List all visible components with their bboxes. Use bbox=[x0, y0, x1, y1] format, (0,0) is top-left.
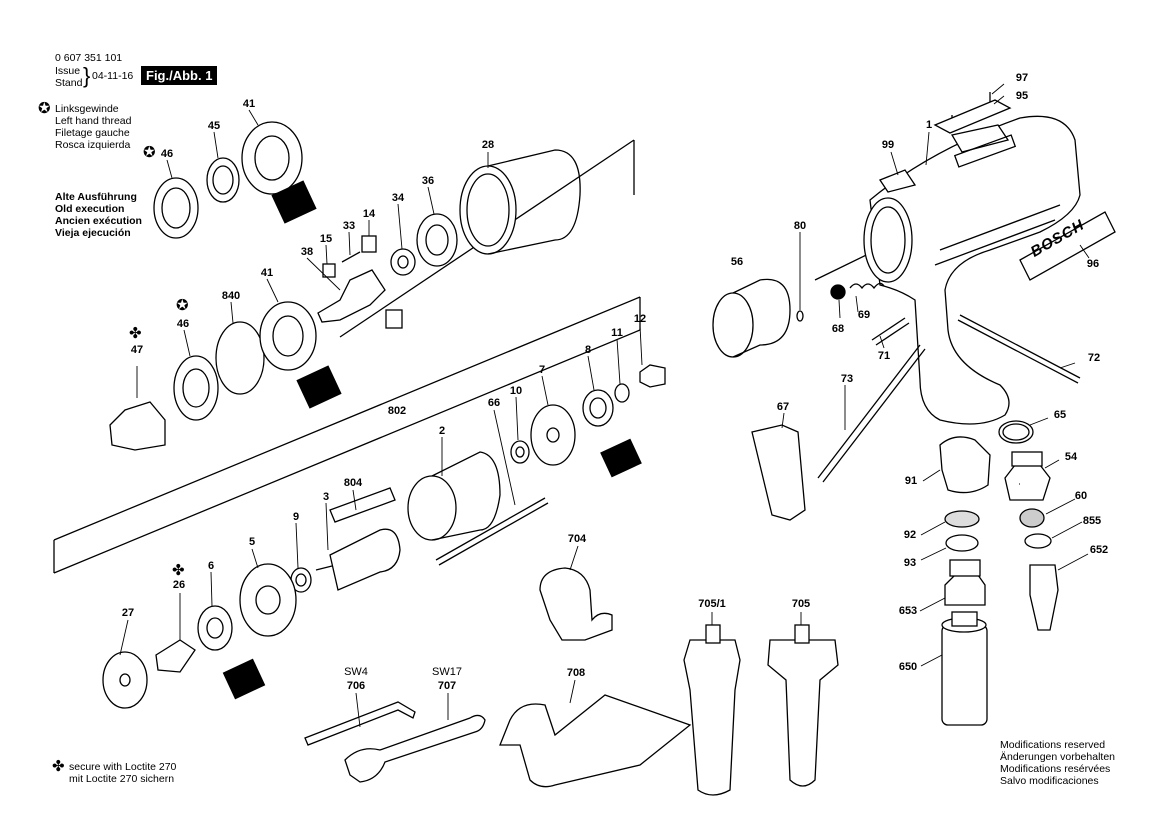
left-hand-thread-marker-46: ✪ bbox=[176, 297, 189, 314]
figure-badge: Fig./Abb. 1 bbox=[141, 66, 218, 85]
part-label: 47 bbox=[130, 344, 144, 356]
part-label: 72 bbox=[1087, 352, 1101, 364]
part-label: 97 bbox=[1015, 72, 1029, 84]
part-label: 46 bbox=[176, 318, 190, 330]
brace: } bbox=[83, 63, 91, 88]
part-label: 5 bbox=[248, 536, 256, 548]
part-label: 9 bbox=[292, 511, 300, 523]
part-label: 2 bbox=[438, 425, 446, 437]
part-label: 66 bbox=[487, 397, 501, 409]
part-label: SW4 bbox=[344, 666, 368, 678]
part-label: 92 bbox=[903, 529, 917, 541]
part-label: 7 bbox=[538, 364, 546, 376]
part-label: 41 bbox=[260, 267, 274, 279]
part-label: 65 bbox=[1053, 409, 1067, 421]
part-label: 73 bbox=[840, 373, 854, 385]
part-label: 71 bbox=[877, 350, 891, 362]
part-label: 15 bbox=[319, 233, 333, 245]
old-version-note-4: Vieja ejecución bbox=[55, 227, 131, 239]
loctite-note-2: mit Loctite 270 sichern bbox=[69, 773, 175, 785]
part-label: 705/1 bbox=[698, 598, 726, 610]
part-number: 0 607 351 101 bbox=[55, 52, 123, 64]
part-label: 653 bbox=[898, 605, 918, 617]
part-label: 26 bbox=[172, 579, 186, 591]
part-label: 38 bbox=[300, 246, 314, 258]
loctite-marker-26: ✤ bbox=[172, 562, 185, 579]
part-label: 14 bbox=[362, 208, 376, 220]
left-hand-thread-icon: ✪ bbox=[38, 100, 51, 117]
left-hand-note-4: Rosca izquierda bbox=[55, 139, 131, 151]
part-label: 46 bbox=[160, 148, 174, 160]
part-label: 68 bbox=[831, 323, 845, 335]
part-label: 28 bbox=[481, 139, 495, 151]
part-label: 1 bbox=[925, 119, 933, 131]
part-label: 804 bbox=[343, 477, 363, 489]
part-label: 41 bbox=[242, 98, 256, 110]
part-label: 707 bbox=[437, 680, 457, 692]
issue-label: Issue bbox=[55, 65, 81, 77]
part-label: 80 bbox=[793, 220, 807, 232]
part-label: 802 bbox=[387, 405, 407, 417]
part-label: 34 bbox=[391, 192, 405, 204]
modifications-note-3: Modifications resérvées bbox=[1000, 763, 1111, 775]
part-label: 54 bbox=[1064, 451, 1078, 463]
loctite-marker-47: ✤ bbox=[129, 325, 142, 342]
part-label: 706 bbox=[346, 680, 366, 692]
part-label: 11 bbox=[611, 327, 623, 339]
part-label: 99 bbox=[881, 139, 895, 151]
old-version-note-3: Ancien exécution bbox=[55, 215, 142, 227]
part-label: 27 bbox=[121, 607, 135, 619]
modifications-note-4: Salvo modificaciones bbox=[1000, 775, 1099, 787]
part-label: SW17 bbox=[432, 666, 462, 678]
old-version-note-2: Old execution bbox=[55, 203, 125, 215]
left-hand-note-3: Filetage gauche bbox=[55, 127, 130, 139]
left-hand-note-2: Left hand thread bbox=[55, 115, 132, 127]
part-label: 10 bbox=[509, 385, 523, 397]
part-label: 840 bbox=[221, 290, 241, 302]
part-label: 33 bbox=[342, 220, 356, 232]
part-label: 12 bbox=[633, 313, 647, 325]
stand-label: Stand bbox=[55, 77, 83, 89]
part-label: 3 bbox=[322, 491, 330, 503]
modifications-note-1: Modifications reserved bbox=[1000, 739, 1106, 751]
part-label: 96 bbox=[1086, 258, 1100, 270]
part-label: 855 bbox=[1082, 515, 1102, 527]
part-label: 650 bbox=[898, 661, 918, 673]
part-label: 95 bbox=[1015, 90, 1029, 102]
part-label: 93 bbox=[903, 557, 917, 569]
part-label: 36 bbox=[421, 175, 435, 187]
left-hand-note-1: Linksgewinde bbox=[55, 103, 119, 115]
part-label: 56 bbox=[730, 256, 744, 268]
part-label: 69 bbox=[857, 309, 871, 321]
part-label: 704 bbox=[567, 533, 587, 545]
old-version-note-1: Alte Ausführung bbox=[55, 191, 137, 203]
left-hand-thread-marker-46-old: ✪ bbox=[143, 144, 156, 161]
part-label: 6 bbox=[207, 560, 215, 572]
part-label: 45 bbox=[207, 120, 221, 132]
modifications-note-2: Änderungen vorbehalten bbox=[1000, 751, 1116, 763]
part-label: 708 bbox=[566, 667, 586, 679]
issue-date: 04-11-16 bbox=[92, 70, 134, 82]
part-label: 705 bbox=[791, 598, 811, 610]
loctite-note-1: secure with Loctite 270 bbox=[69, 761, 177, 773]
part-label: 60 bbox=[1074, 490, 1088, 502]
loctite-icon: ✤ bbox=[52, 758, 65, 775]
part-label: 8 bbox=[584, 344, 592, 356]
part-label: 652 bbox=[1089, 544, 1109, 556]
part-label: 67 bbox=[776, 401, 790, 413]
part-label: 91 bbox=[904, 475, 918, 487]
